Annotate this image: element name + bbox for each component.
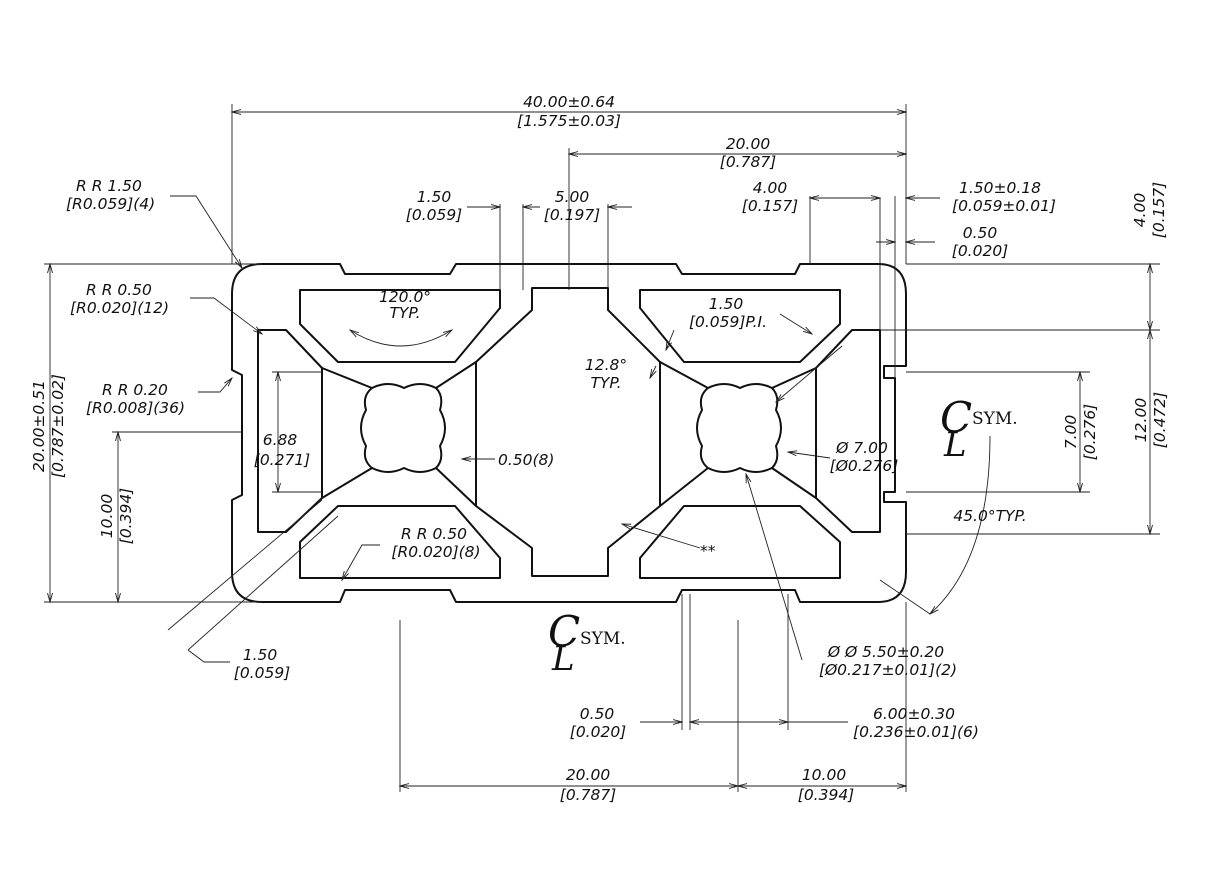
dim-half-height-l2: [0.394] [117,488,135,544]
symmetry-label: SYM. [580,629,626,649]
chamber-bottom-left [299,505,501,579]
dim-lip-gap-l2: [0.020] [952,242,1008,260]
symmetry-marker-bottom: C L SYM. [548,607,626,679]
dim-quarter-width-l1: 10.00 [802,766,847,784]
dim-radius-corner-l1: R R 1.50 [76,177,142,195]
dim-radius-mid-l1: R R 0.50 [401,525,467,543]
chamber-center [475,287,661,577]
dim-radius-tiny-l1: R R 0.20 [102,381,168,399]
profile-outline [231,263,907,603]
core-bore-right [696,383,782,473]
dim-center-height-l2: [0.472] [1151,392,1169,448]
dim-overall-width-l2: [1.575±0.03] [517,112,621,130]
dim-overall-height-l2: [0.787±0.02] [49,374,67,478]
centerline-glyph: C [548,607,580,656]
dim-half-height-l1: 10.00 [98,494,116,539]
dim-fillet-l1: 0.50(8) [498,451,554,469]
dim-slot-open-l2: [0.236±0.01](6) [853,723,979,741]
dimension-labels: 40.00±0.64 [1.575±0.03] 20.00 [0.787] R … [30,93,1169,804]
dim-radius-tiny-l2: [R0.008](36) [86,399,185,417]
dim-half-width-bottom-l1: 20.00 [566,766,611,784]
dim-slot-wall-1-l1: 1.50 [417,188,452,206]
dimension-lines [44,104,1160,792]
dim-bore-dia-l2: [Ø0.276] [830,457,899,475]
dim-slot-width-l1: 5.00 [555,188,590,206]
dim-gap-bottom-l1: 0.50 [580,705,615,723]
dim-wall-bottom-l2: [0.059] [234,664,290,682]
dim-side-depth-l1: 4.00 [1131,193,1149,228]
core-bore-left [360,383,446,473]
centerline-stem: L [943,425,967,465]
dim-bore-dia-l1: Ø 7.00 [835,439,888,457]
chamber-top-right [639,289,841,363]
dim-gap-bottom-l2: [0.020] [570,723,626,741]
centerline-glyph: C [940,393,972,442]
chamber-bottom-right [639,505,841,579]
dim-slot-open-l1: 6.00±0.30 [873,705,955,723]
dim-hole-dia-l1: Ø Ø 5.50±0.20 [827,643,944,661]
centerline-stem: L [551,639,575,679]
dim-half-width-bottom-l2: [0.787] [560,786,616,804]
dim-angle-45-l1: 45.0°TYP. [953,507,1026,525]
dim-radius-mid-l2: [R0.020](8) [391,543,480,561]
dim-overall-width-l1: 40.00±0.64 [523,93,615,111]
dim-slot-wall-1-l2: [0.059] [406,206,462,224]
dim-inner-height-l2: [0.276] [1081,404,1099,460]
dim-wall-bottom-l1: 1.50 [243,646,278,664]
dim-wall-pi-l2: [0.059]P.I. [689,313,767,331]
dim-lip-tol-l1: 1.50±0.18 [959,179,1041,197]
dim-hole-dia-l2: [Ø0.217±0.01](2) [819,661,957,679]
dim-radius-corner-l2: [R0.059](4) [66,195,155,213]
outer-contour [231,263,907,603]
dim-radius-small-l1: R R 0.50 [86,281,152,299]
symmetry-label: SYM. [972,409,1018,429]
dim-angle-typ-l2: TYP. [389,304,420,322]
dim-half-width-top-l2: [0.787] [720,153,776,171]
dim-overall-height-l1: 20.00±0.51 [30,380,48,472]
dim-web-angle-l2: TYP. [590,374,621,392]
dim-quarter-width-l2: [0.394] [798,786,854,804]
dim-lip-tol-l2: [0.059±0.01] [952,197,1056,215]
dim-slot-depth-l2: [0.157] [742,197,798,215]
dim-note: ** [700,542,716,560]
dim-angle-typ-l1: 120.0° [379,288,431,306]
dim-inner-height-l1: 7.00 [1062,415,1080,450]
dim-lip-gap-l1: 0.50 [963,224,998,242]
dim-slot-inner-l2: [0.271] [254,451,310,469]
dim-slot-inner-l1: 6.88 [263,431,298,449]
dim-center-height-l1: 12.00 [1132,398,1150,443]
dim-side-depth-l2: [0.157] [1150,182,1168,238]
symmetry-marker-right: C L SYM. [940,393,1018,465]
dim-web-angle-l1: 12.8° [585,356,627,374]
dim-half-width-top-l1: 20.00 [726,135,771,153]
dim-wall-pi-l1: 1.50 [709,295,744,313]
dim-radius-small-l2: [R0.020](12) [70,299,169,317]
dim-slot-depth-l1: 4.00 [753,179,788,197]
dim-slot-width-l2: [0.197] [544,206,600,224]
